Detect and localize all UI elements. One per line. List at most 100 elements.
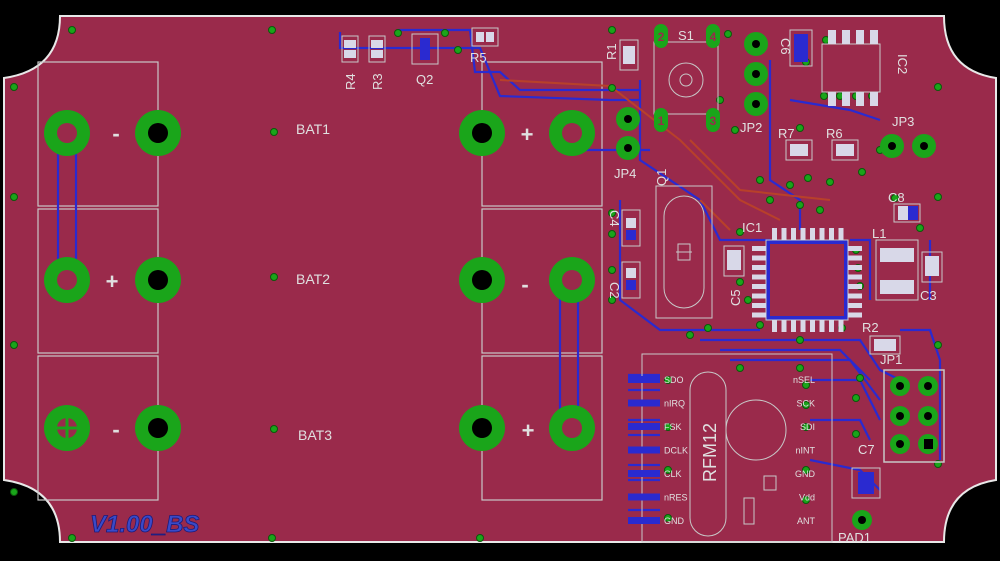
crystal-q1 [655, 185, 713, 319]
version-label: V1.00_BS [90, 511, 199, 538]
c7-label: C7 [858, 442, 875, 457]
rfm-right-pin-label: GND [795, 469, 816, 479]
switch-s1 [653, 24, 720, 132]
ic1-pin [829, 320, 834, 332]
r1-label: R1 [604, 43, 619, 60]
ic2-label: IC2 [895, 54, 910, 74]
ic1-pin [848, 303, 862, 308]
ic1-pin [848, 255, 862, 261]
rfm12-label: RFM12 [700, 423, 720, 482]
ic1-pin [810, 228, 815, 240]
ic1-pin [752, 265, 766, 270]
bat1-neg-label: - [112, 121, 119, 146]
r3-label: R3 [370, 73, 385, 90]
ic1-pin [791, 320, 796, 332]
traces-top [499, 79, 831, 231]
bat3-neg-label: - [112, 417, 119, 442]
s1-pin4-label: 4 [710, 30, 717, 44]
ic1-pin [772, 320, 777, 332]
ic1-pin [800, 320, 806, 332]
rfm-right-pin-label: nINT [795, 446, 815, 456]
ic1 [752, 228, 862, 332]
ic1-pin [752, 274, 766, 280]
rfm-right-pin-label: SDI [800, 422, 815, 432]
ic1-pin [848, 274, 862, 280]
l1-label: L1 [872, 226, 886, 241]
ic1-pin [781, 320, 787, 332]
ic1-pin [752, 246, 766, 251]
q2-label: Q2 [416, 72, 433, 87]
ic1-pin [819, 320, 825, 332]
inductor-l1 [875, 239, 919, 301]
rfm-left-pin-label: CLK [664, 469, 682, 479]
rfm-left-pad [628, 470, 660, 477]
ic1-pin [838, 320, 844, 332]
c2-label: C2 [607, 282, 622, 299]
r4-label: R4 [343, 73, 358, 90]
ic1-pin [752, 284, 766, 289]
ic1-pin [848, 265, 862, 270]
r2-label: R2 [862, 320, 879, 335]
c3-label: C3 [920, 288, 937, 303]
ic1-pin [848, 284, 862, 289]
bat2-neg-label: - [521, 272, 528, 297]
ic1-pin [829, 228, 834, 240]
ic1-pin [838, 228, 844, 240]
bat3-label: BAT3 [298, 427, 332, 443]
c5-label: C5 [728, 289, 743, 306]
rfm-left-pad [628, 446, 660, 454]
q1-label: Q1 [654, 169, 669, 186]
r5-label: R5 [470, 50, 487, 65]
rfm-left-pad [628, 517, 660, 524]
ic1-pin [752, 312, 766, 318]
rfm-left-pad [628, 399, 660, 407]
rfm-left-pin-label: nIRQ [664, 399, 685, 409]
rfm-right-pin-label: nSEL [793, 375, 815, 385]
s1-pin2-label: 2 [658, 30, 665, 44]
r6-label: R6 [826, 126, 843, 141]
bat2-pos-label: + [106, 269, 119, 294]
rfm-right-pin-label: ANT [797, 516, 816, 526]
jp2-label: JP2 [740, 120, 762, 135]
ic2 [821, 30, 881, 106]
smd-parts [341, 27, 943, 499]
rfm-left-pin-label: nRES [664, 493, 688, 503]
ic1-pin [781, 228, 787, 240]
rfm-left-pad [628, 376, 660, 383]
ic1-pin [800, 228, 806, 240]
battery-pads [44, 110, 595, 451]
ic1-pin [752, 255, 766, 261]
bat1-pos-label: + [521, 122, 534, 147]
ic1-pin [848, 293, 862, 299]
jp4-label: JP4 [614, 166, 636, 181]
ic1-pin [752, 293, 766, 299]
rfm-left-pin-label: DCLK [664, 446, 688, 456]
ic1-pin [848, 246, 862, 251]
c8-label: C8 [888, 190, 905, 205]
ic1-pin [819, 228, 825, 240]
bat2-label: BAT2 [296, 271, 330, 287]
ic1-pin [772, 228, 777, 240]
jp1-label: JP1 [880, 352, 902, 367]
jumpers [616, 32, 945, 530]
traces [56, 28, 942, 512]
c6-label: C6 [778, 38, 793, 55]
bat3-pos-label: + [522, 418, 535, 443]
rfm-right-pin-label: SCK [796, 399, 815, 409]
rfm-left-pad [628, 423, 660, 430]
s1-pin1-label: 1 [658, 114, 665, 128]
ic1-pin [752, 303, 766, 308]
jp3-label: JP3 [892, 114, 914, 129]
s1-label: S1 [678, 28, 694, 43]
s1-pin3-label: 3 [710, 114, 717, 128]
rfm-right-pin-label: Vdd [799, 493, 815, 503]
rfm-left-pin-label: FSK [664, 422, 682, 432]
bat1-label: BAT1 [296, 121, 330, 137]
ic1-pin [848, 312, 862, 318]
ic1-pin [791, 228, 796, 240]
c4-label: C4 [607, 210, 622, 227]
ic1-label: IC1 [742, 220, 762, 235]
rfm-left-pin-label: SDO [664, 375, 684, 385]
r7-label: R7 [778, 126, 795, 141]
